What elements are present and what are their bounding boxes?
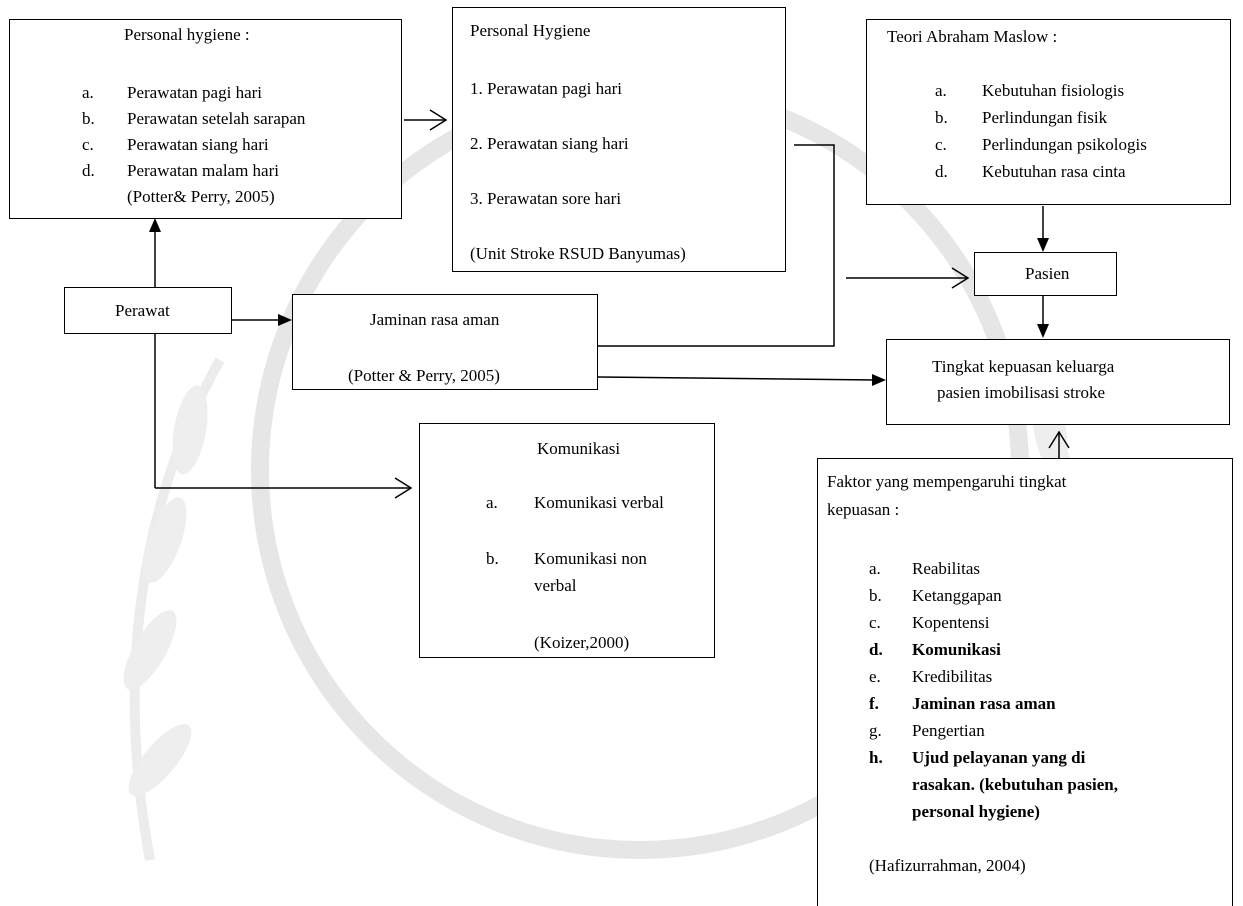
- list-letter: b.: [935, 108, 948, 127]
- list-item-continued: verbal: [534, 576, 577, 595]
- list-item: Reabilitas: [912, 559, 980, 578]
- perawat-box: Perawat: [64, 287, 232, 334]
- list-item: 2. Perawatan siang hari: [470, 134, 629, 153]
- list-letter: e.: [869, 667, 881, 686]
- list-letter: c.: [935, 135, 947, 154]
- komunikasi-box: Komunikasi a. Komunikasi verbal b. Komun…: [419, 423, 715, 658]
- list-item: Perlindungan fisik: [982, 108, 1108, 127]
- citation: (Unit Stroke RSUD Banyumas): [470, 244, 686, 263]
- kepuasan-line-1: Tingkat kepuasan keluarga: [932, 357, 1115, 376]
- list-item: Pengertian: [912, 721, 985, 740]
- kepuasan-line-2: pasien imobilisasi stroke: [937, 383, 1106, 402]
- list-item: Kredibilitas: [912, 667, 993, 686]
- personal-hygiene-center-title: Personal Hygiene: [470, 21, 591, 40]
- list-letter: b.: [869, 586, 882, 605]
- list-letter: f.: [869, 694, 879, 713]
- list-item: 3. Perawatan sore hari: [470, 189, 622, 208]
- list-item: Perawatan siang hari: [127, 135, 269, 154]
- list-letter: a.: [82, 83, 94, 102]
- list-item-bold: Ujud pelayanan yang di: [912, 748, 1086, 767]
- list-letter: a.: [935, 81, 947, 100]
- list-item: Perawatan pagi hari: [127, 83, 262, 102]
- jaminan-rasa-aman-box: Jaminan rasa aman (Potter & Perry, 2005): [292, 294, 598, 390]
- jaminan-title: Jaminan rasa aman: [370, 310, 500, 329]
- list-item: Perawatan setelah sarapan: [127, 109, 306, 128]
- list-item: Komunikasi non: [534, 549, 647, 568]
- faktor-title-line-1: Faktor yang mempengaruhi tingkat: [827, 472, 1067, 491]
- list-item: Komunikasi verbal: [534, 493, 664, 512]
- list-item: 1. Perawatan pagi hari: [470, 79, 622, 98]
- personal-hygiene-left-box: Personal hygiene : a. Perawatan pagi har…: [9, 19, 402, 219]
- list-item-bold-continued: personal hygiene): [912, 802, 1040, 821]
- perawat-label: Perawat: [115, 301, 170, 320]
- list-letter: d.: [935, 162, 948, 181]
- personal-hygiene-left-title: Personal hygiene :: [124, 25, 250, 44]
- list-letter: h.: [869, 748, 883, 767]
- list-item: Kebutuhan rasa cinta: [982, 162, 1126, 181]
- list-item: Perlindungan psikologis: [982, 135, 1147, 154]
- citation: (Koizer,2000): [534, 633, 630, 652]
- citation: (Potter & Perry, 2005): [348, 366, 500, 385]
- list-item: Kopentensi: [912, 613, 990, 632]
- list-letter: a.: [869, 559, 881, 578]
- tingkat-kepuasan-box: Tingkat kepuasan keluarga pasien imobili…: [886, 339, 1230, 425]
- list-item: Ketanggapan: [912, 586, 1002, 605]
- list-item-bold-continued: rasakan. (kebutuhan pasien,: [912, 775, 1118, 794]
- list-letter: c.: [869, 613, 881, 632]
- faktor-title-line-2: kepuasan :: [827, 500, 900, 519]
- list-letter: b.: [486, 549, 499, 568]
- personal-hygiene-center-box: Personal Hygiene 1. Perawatan pagi hari …: [452, 7, 786, 272]
- list-item-bold: Jaminan rasa aman: [912, 694, 1056, 713]
- citation: (Potter& Perry, 2005): [127, 187, 275, 206]
- pasien-label: Pasien: [1025, 264, 1070, 283]
- list-letter: a.: [486, 493, 498, 512]
- faktor-box: Faktor yang mempengaruhi tingkat kepuasa…: [817, 458, 1233, 906]
- list-item: Perawatan malam hari: [127, 161, 279, 180]
- list-item: Kebutuhan fisiologis: [982, 81, 1125, 100]
- list-letter: d.: [82, 161, 95, 180]
- komunikasi-title: Komunikasi: [537, 439, 621, 458]
- list-letter: c.: [82, 135, 94, 154]
- list-letter: d.: [869, 640, 883, 659]
- maslow-box: Teori Abraham Maslow : a. Kebutuhan fisi…: [866, 19, 1231, 205]
- citation: (Hafizurrahman, 2004): [869, 856, 1026, 875]
- list-letter: g.: [869, 721, 882, 740]
- pasien-box: Pasien: [974, 252, 1117, 296]
- maslow-title: Teori Abraham Maslow :: [887, 27, 1058, 46]
- list-letter: b.: [82, 109, 95, 128]
- list-item-bold: Komunikasi: [912, 640, 1001, 659]
